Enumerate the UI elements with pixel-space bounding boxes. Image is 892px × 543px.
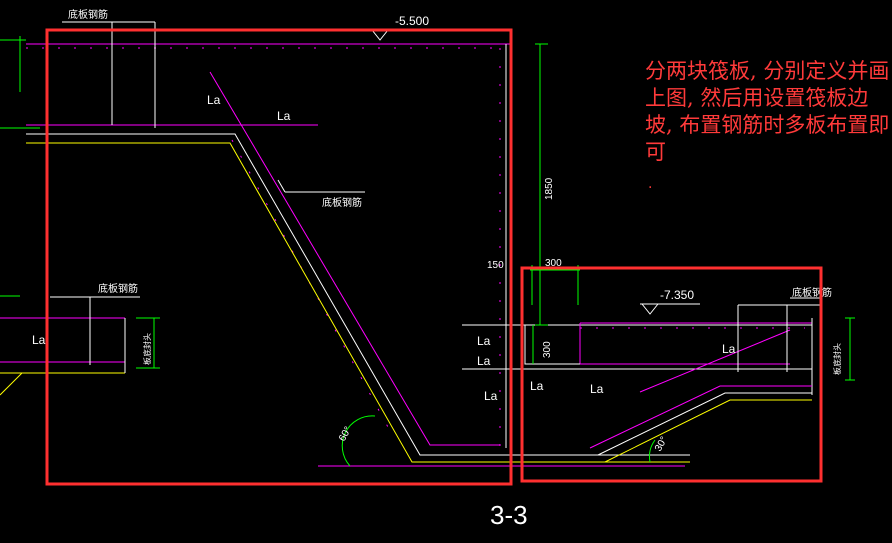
upper-slab-bottom	[26, 133, 690, 467]
left-edge-stub	[0, 36, 126, 396]
dim-1850-label: 1850	[544, 177, 555, 200]
la-label-6: La	[484, 389, 498, 403]
la-label-3: La	[32, 333, 46, 347]
la-label-8: La	[590, 382, 604, 396]
edge-stirrup-label-left: 板底封头	[142, 333, 152, 365]
rebar-leaders	[50, 21, 820, 365]
bottom-rebar-label-top: 底板钢筋	[68, 8, 108, 21]
section-label: 3-3	[490, 500, 528, 530]
annotation-note-dot: .	[648, 176, 653, 192]
annotation-note: 分两块筏板, 分别定义并画上图, 然后用设置筏板边坡, 布置钢筋时多板布置即可	[645, 59, 890, 164]
elevation-top-label: -5.500	[395, 14, 429, 28]
bottom-rebar-label-right: 底板钢筋	[792, 286, 832, 299]
dim-300-horizontal-label: 300	[545, 258, 562, 269]
angle-arcs	[341, 415, 656, 467]
lower-slab	[462, 304, 822, 463]
bottom-rebar-label-slope: 底板钢筋	[322, 196, 362, 209]
red-box-upper-slab	[45, 28, 513, 486]
la-label-9: La	[722, 342, 736, 356]
angle-60-label: 60°	[337, 425, 354, 444]
edge-stirrup-label-right: 板底封头	[832, 343, 842, 375]
elevation-marker-top: -5.500	[370, 14, 450, 41]
bottom-rebar-label-left: 底板钢筋	[98, 282, 138, 295]
dim-150-label: 150	[487, 260, 504, 271]
upper-slab-rebar	[26, 43, 510, 448]
la-label-5: La	[477, 354, 491, 368]
elevation-low-label: -7.350	[660, 288, 694, 302]
angle-30-label: 30°	[653, 435, 670, 454]
la-label-2: La	[277, 109, 291, 123]
la-label-7: La	[530, 379, 544, 393]
elevation-marker-low: -7.350	[640, 288, 700, 315]
la-label-1: La	[207, 93, 221, 107]
la-label-4: La	[477, 334, 491, 348]
dimension-lines	[136, 43, 855, 381]
red-box-lower-slab	[520, 266, 823, 483]
dim-300-vertical-label: 300	[542, 341, 553, 358]
